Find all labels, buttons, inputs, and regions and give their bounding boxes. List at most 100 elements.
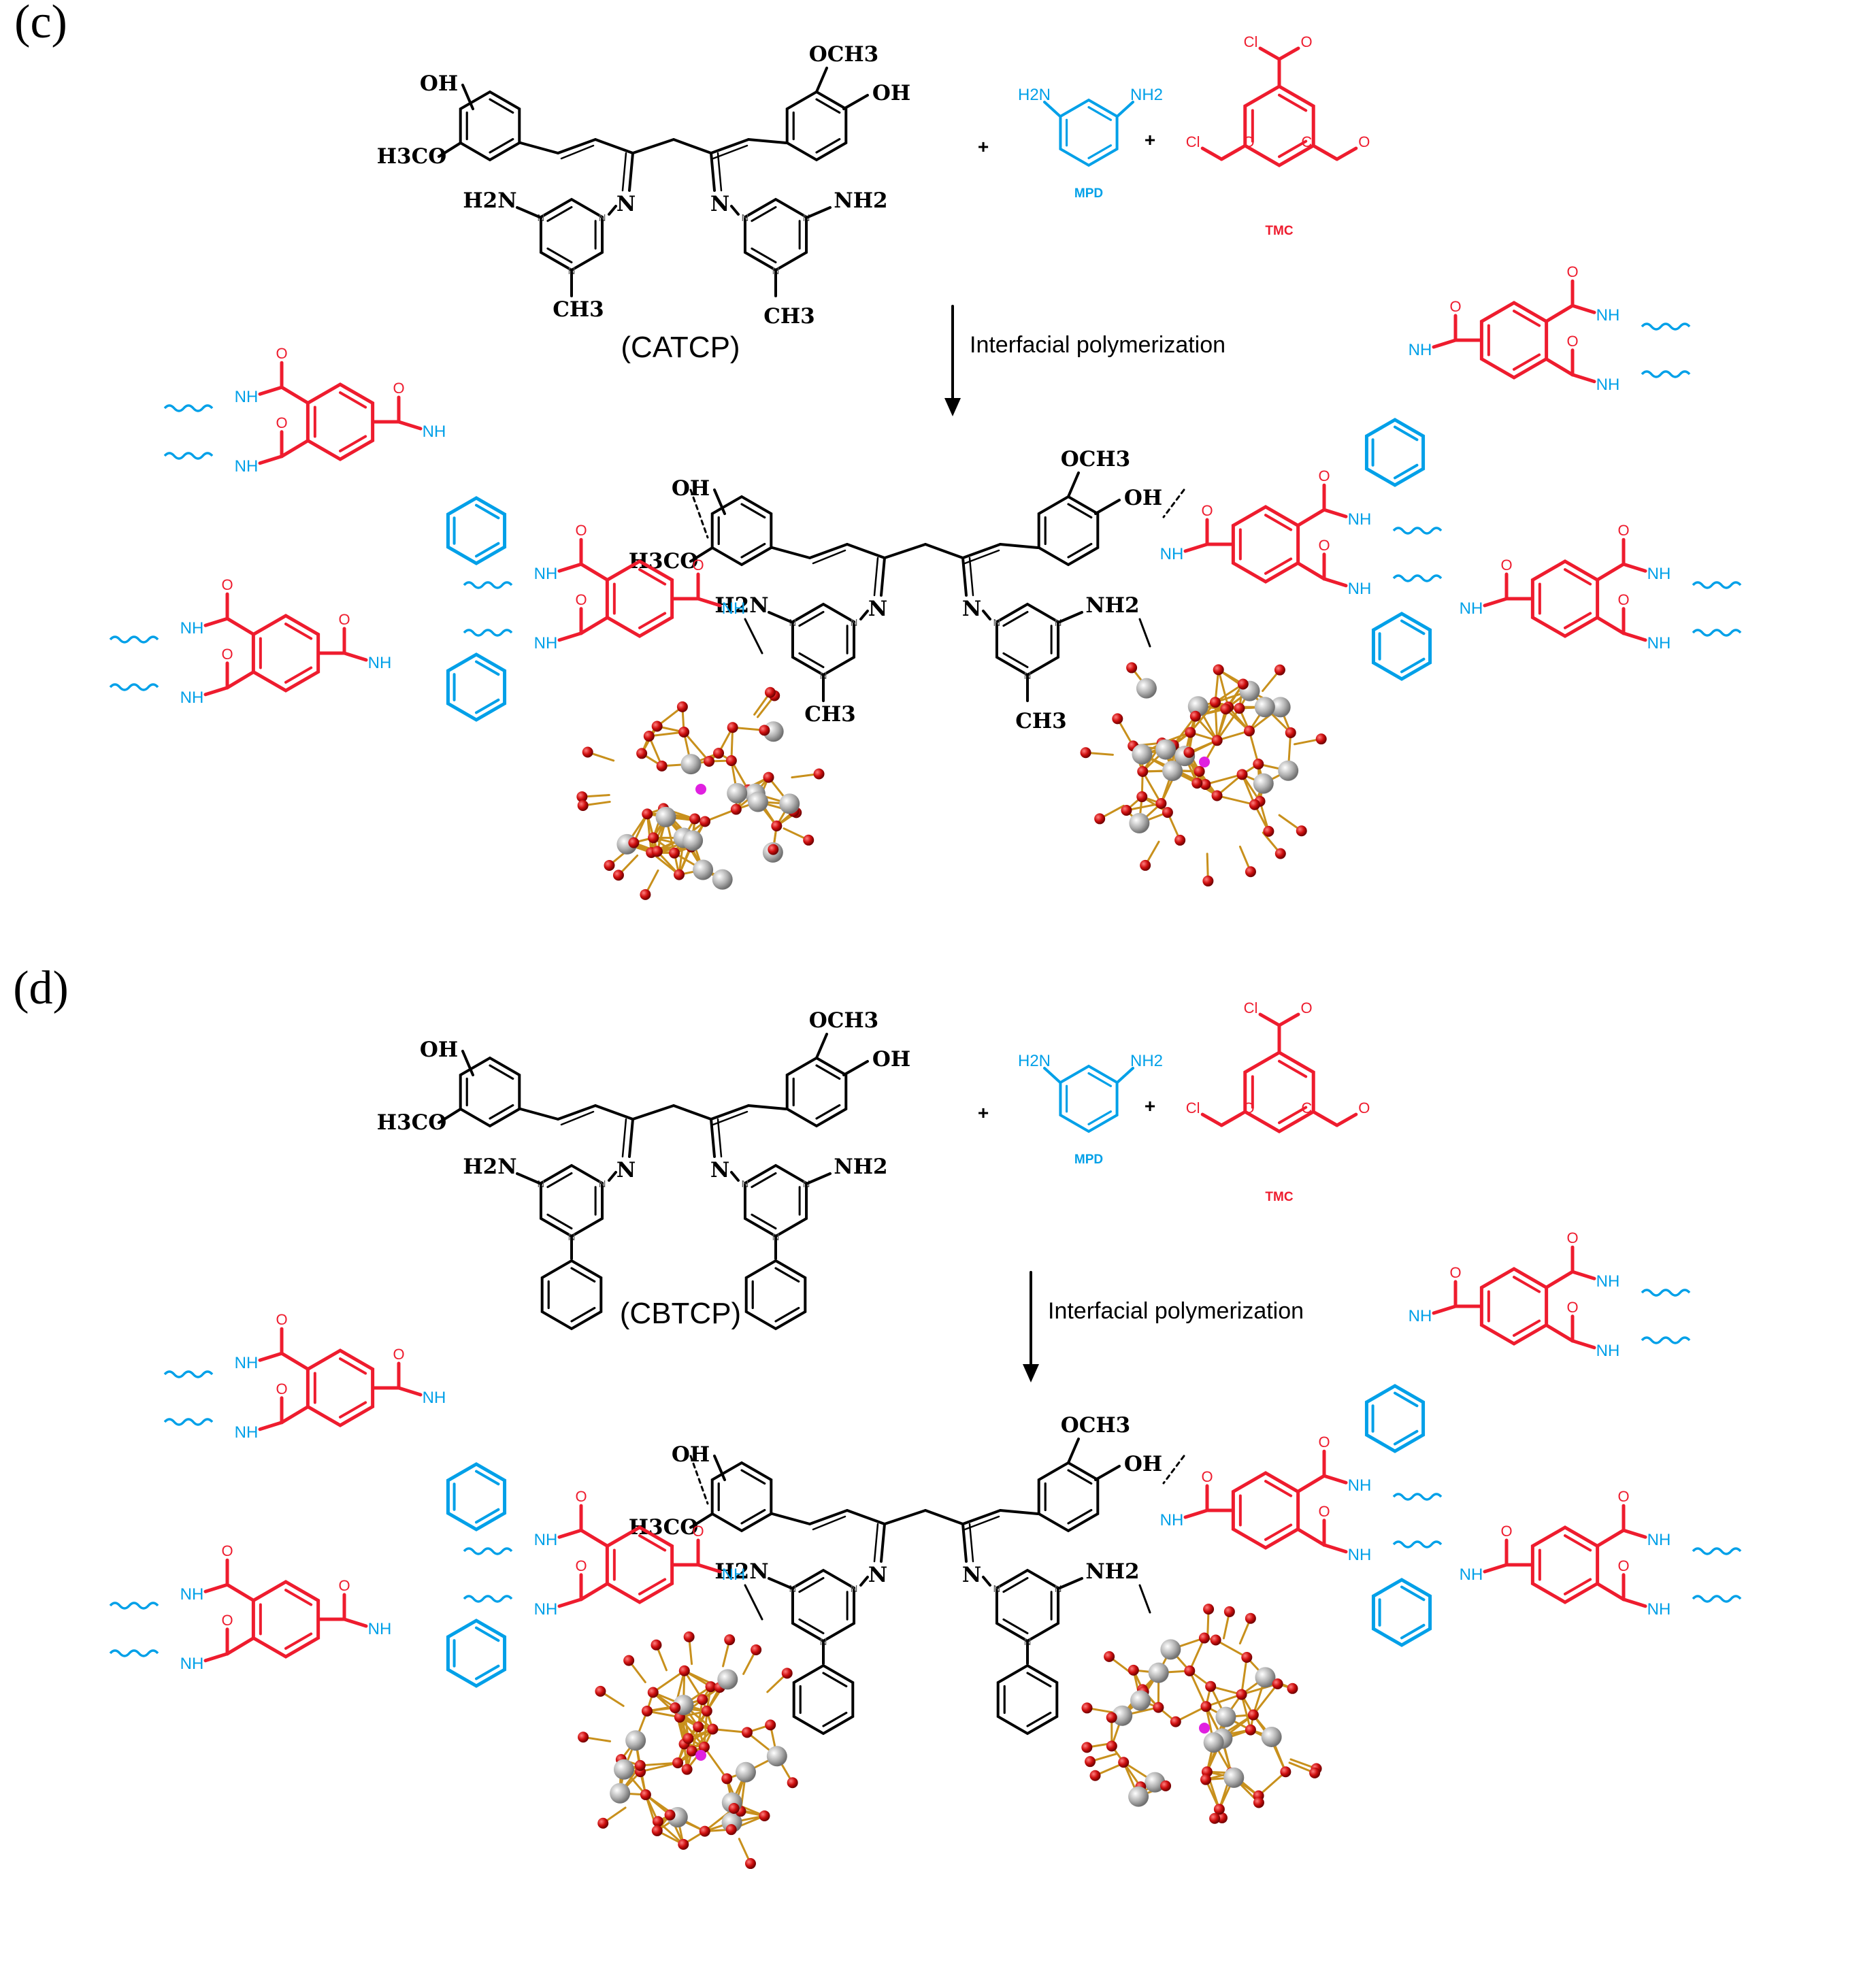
cluster-oxygen-atom — [1121, 805, 1132, 816]
amide-nh-label: NH — [534, 565, 558, 583]
double-bond — [1004, 653, 1027, 667]
double-bond — [1266, 515, 1291, 529]
carbonyl-oxygen: O — [338, 611, 350, 628]
cluster-oxygen-atom — [726, 1824, 737, 1835]
bond — [1573, 375, 1594, 382]
bond — [260, 1353, 282, 1360]
cluster-metal-atom — [712, 869, 733, 890]
carbonyl-oxygen: O — [1566, 333, 1578, 350]
bond — [1185, 544, 1207, 551]
bond — [282, 387, 308, 403]
bond — [1298, 510, 1324, 525]
wavy-polymer-chain — [165, 405, 212, 411]
wavy-polymer-chain — [1394, 1542, 1441, 1547]
cluster-metal-atom — [1253, 774, 1274, 794]
amine-label: H2N — [1018, 1052, 1051, 1070]
polyamide-tmc-ring — [1233, 1473, 1298, 1548]
cluster-oxygen-atom — [1210, 697, 1221, 708]
wavy-polymer-chain — [464, 1548, 512, 1554]
cluster-oxygen-atom — [693, 1721, 704, 1732]
polyamide-mpd-ring — [1366, 1386, 1423, 1451]
amino-label: NH2 — [1085, 593, 1139, 618]
double-bond — [1068, 504, 1091, 518]
double-bond — [286, 1590, 311, 1604]
bond — [205, 688, 227, 695]
cluster-oxygen-atom — [782, 1668, 793, 1678]
phenyl-ring — [746, 1261, 806, 1329]
bond — [227, 1585, 253, 1600]
chain-bond — [885, 544, 925, 558]
hydroxyl-label: OH — [1124, 486, 1162, 510]
cluster-oxygen-atom — [628, 838, 639, 848]
cluster-oxygen-atom — [1263, 826, 1274, 837]
cluster-oxygen-atom — [1128, 1665, 1139, 1676]
carbonyl-oxygen: O — [393, 1346, 404, 1363]
panel-label: (d) — [13, 962, 69, 1014]
cluster-oxygen-atom — [759, 1810, 770, 1821]
bond — [1624, 633, 1645, 640]
polyamide-tmc-ring — [308, 1351, 372, 1425]
bond — [282, 441, 308, 457]
bond — [1221, 148, 1240, 159]
cluster-oxygen-atom — [1200, 1774, 1211, 1785]
amide-nh-label: NH — [1647, 1531, 1671, 1549]
cluster-bond — [1242, 1657, 1247, 1695]
bond — [227, 672, 253, 688]
panel-d: (d)OHH3COOHOCH3NNNNNNNNH2NNH2+H2NNH2MPD+… — [13, 962, 1741, 1869]
double-bond — [1089, 1112, 1110, 1125]
cluster-metal-atom — [1278, 761, 1298, 781]
phenyl-ring — [998, 1666, 1057, 1734]
double-bond — [817, 1065, 840, 1079]
bond — [1117, 1068, 1133, 1082]
chain-bond — [595, 139, 633, 153]
bond — [1068, 473, 1079, 497]
carbonyl-oxygen: O — [221, 1542, 233, 1559]
cluster-oxygen-atom — [644, 731, 655, 742]
carbonyl-oxygen: O — [221, 1612, 233, 1629]
amide-nh-label: NH — [368, 654, 392, 672]
polyoxometalate-cluster-icon — [1081, 1604, 1321, 1824]
polyamide-mpd-ring — [1373, 614, 1430, 679]
double-bond — [800, 653, 823, 667]
cluster-oxygen-atom — [1203, 1604, 1214, 1614]
cluster-oxygen-atom — [1170, 1717, 1181, 1727]
double-bond — [817, 99, 840, 113]
amide-nh-label: NH — [180, 1585, 204, 1604]
reaction-condition-label: Interfacial polymerization — [970, 332, 1225, 358]
amide-nh-label: NH — [423, 1389, 446, 1407]
imine-nitrogen: N — [962, 597, 981, 621]
carbonyl-oxygen: O — [221, 646, 233, 663]
cluster-oxygen-atom — [1253, 1797, 1264, 1808]
amine-label: NH2 — [1130, 1052, 1163, 1070]
bond — [1260, 48, 1279, 59]
carbonyl-oxygen: O — [1617, 1557, 1629, 1574]
cluster-oxygen-atom — [814, 769, 825, 780]
wavy-polymer-chain — [165, 453, 212, 459]
ring-nitrogen-label: N — [742, 212, 749, 224]
cluster-metal-atom — [655, 807, 676, 827]
double-bond — [776, 1308, 799, 1322]
methoxy-label: OCH3 — [1061, 1413, 1131, 1438]
cluster-oxygen-atom — [1212, 790, 1223, 801]
cluster-oxygen-atom — [1126, 662, 1137, 673]
cluster-oxygen-atom — [1136, 791, 1147, 802]
wavy-polymer-chain — [165, 1372, 212, 1377]
amide-nh-label: NH — [235, 388, 259, 406]
chain-bond — [674, 1106, 711, 1119]
bond — [1547, 305, 1573, 321]
amide-nh-label: NH — [1160, 545, 1184, 563]
amide-nh-label: NH — [1348, 1476, 1372, 1495]
cluster-oxygen-atom — [1118, 1757, 1129, 1768]
double-bond — [561, 146, 593, 159]
phenyl-ring — [794, 1666, 853, 1734]
amide-nh-label: NH — [1348, 1546, 1372, 1564]
bond — [609, 1172, 616, 1180]
bond — [344, 653, 366, 660]
bond — [1185, 1510, 1207, 1517]
bond — [581, 1584, 607, 1600]
cluster-oxygen-atom — [652, 846, 663, 857]
polyamide-mpd-ring — [448, 498, 504, 563]
cluster-oxygen-atom — [669, 848, 680, 859]
wavy-polymer-chain — [110, 684, 158, 690]
